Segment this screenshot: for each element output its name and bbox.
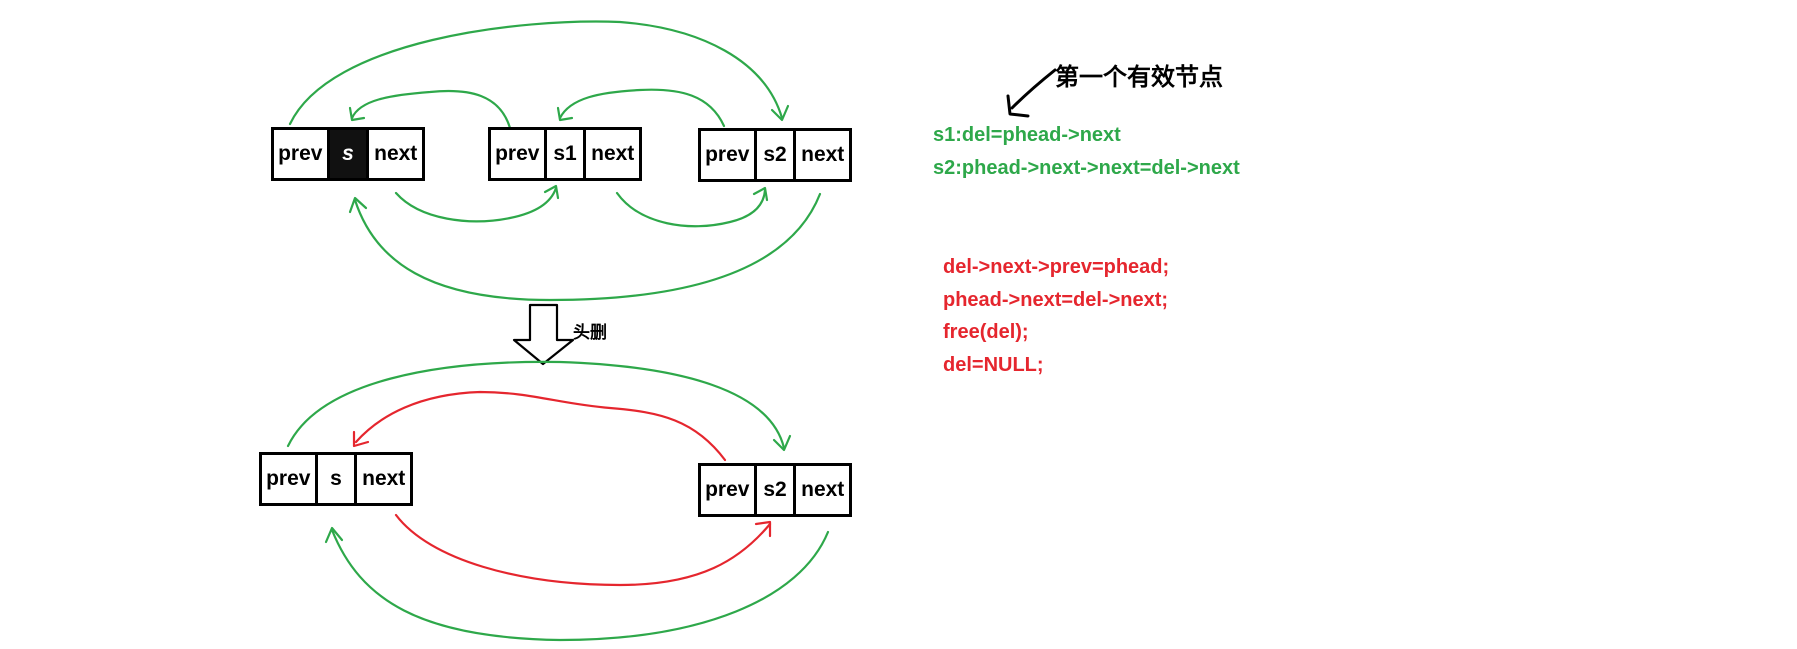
arrowhead-s-from-s1: [348, 106, 366, 122]
arrowhead-s2-bottom: [752, 186, 769, 202]
top-node-s2: prev s2 next: [698, 128, 852, 182]
data-field: s: [326, 130, 370, 178]
next-field: next: [591, 142, 635, 165]
bottom-node-s: prev s next: [259, 452, 413, 506]
prev-field: prev: [278, 142, 323, 165]
arrow-red-s2-prev-to-s: [354, 390, 727, 462]
green-code-line: s1:del=phead->next: [933, 124, 1121, 146]
arrowhead-bottom-s2-top: [772, 434, 792, 452]
next-field: next: [374, 142, 418, 165]
arrow-s2-prev-to-s1: [558, 88, 726, 128]
red-code-line: free(del);: [943, 321, 1029, 343]
arrow-bottom-s2-next-to-s: [330, 528, 830, 642]
prev-field: prev: [495, 142, 540, 165]
arrowhead-s1-from-s2: [556, 106, 574, 122]
arrow-s-to-s2-top: [288, 20, 784, 126]
bottom-node-s2: prev s2 next: [698, 463, 852, 517]
next-field: next: [362, 467, 406, 490]
prev-field: prev: [705, 478, 750, 501]
first-valid-node-note: 第一个有效节点: [1055, 64, 1223, 91]
next-field: next: [801, 478, 845, 501]
data-field: s: [314, 455, 358, 503]
top-node-s: prev s next: [271, 127, 425, 181]
data-field: s1: [543, 130, 587, 178]
red-code-line: del->next->prev=phead;: [943, 256, 1170, 278]
data-field: s2: [753, 131, 797, 179]
pointer-arrow-icon: [1010, 68, 1057, 110]
arrow-s2-next-to-s: [353, 192, 822, 302]
top-node-s1: prev s1 next: [488, 127, 642, 181]
arrowhead-red-s2: [754, 520, 772, 538]
red-code-line: del=NULL;: [943, 354, 1044, 376]
down-arrow-icon: [512, 303, 575, 366]
arrowhead-red-s: [352, 430, 370, 448]
arrowhead-s-bottom: [348, 196, 368, 214]
prev-field: prev: [266, 467, 311, 490]
pointer-arrowhead-icon: [1006, 94, 1030, 118]
prev-field: prev: [705, 143, 750, 166]
arrow-bottom-s-to-s2: [286, 360, 786, 450]
arrowhead-s1-bottom: [543, 184, 560, 200]
green-code-line: s2:phead->next->next=del->next: [933, 157, 1240, 179]
next-field: next: [801, 143, 845, 166]
arrow-s-next-to-s1: [394, 186, 558, 223]
arrowhead-s2-top: [770, 104, 790, 122]
arrow-red-s-next-to-s2: [394, 513, 772, 587]
arrowhead-bottom-s: [324, 526, 344, 544]
arrow-s1-prev-to-s: [350, 89, 512, 130]
head-delete-label: 头删: [573, 323, 607, 342]
arrow-s1-next-to-s2: [615, 188, 767, 228]
data-field: s2: [753, 466, 797, 514]
red-code-line: phead->next=del->next;: [943, 289, 1169, 311]
